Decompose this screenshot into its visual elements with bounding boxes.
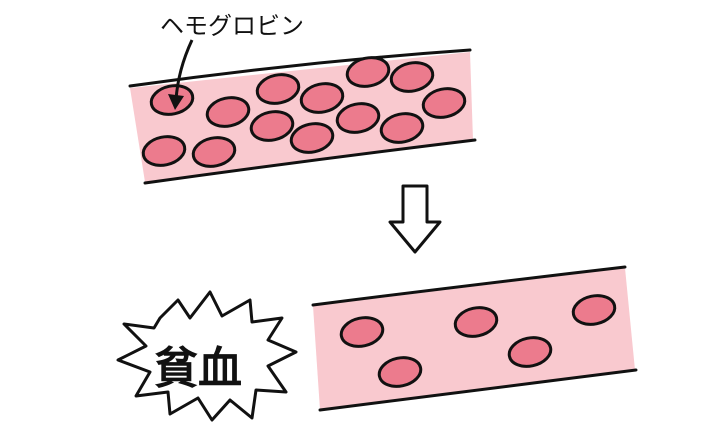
normal-blood-vessel: [128, 48, 477, 185]
red-blood-cell: [421, 87, 467, 119]
red-blood-cell: [507, 336, 553, 368]
red-blood-cell: [141, 135, 187, 167]
red-blood-cell: [289, 122, 335, 154]
red-blood-cell: [299, 82, 345, 114]
red-blood-cell: [339, 316, 385, 348]
red-blood-cell: [377, 356, 423, 388]
hemoglobin-label: ヘモグロビン: [160, 12, 304, 40]
anemia-label: 貧血: [154, 343, 242, 394]
anemic-blood-vessel: [311, 265, 638, 412]
red-blood-cell: [453, 306, 499, 338]
red-blood-cell: [389, 61, 435, 93]
red-blood-cell: [571, 294, 617, 326]
vessel-top-wall: [128, 48, 472, 88]
vessel-bottom-wall: [318, 368, 638, 412]
hemoglobin-pointer-arrow: [168, 39, 194, 110]
red-blood-cell: [335, 102, 381, 134]
red-blood-cell: [205, 96, 251, 128]
vessel-bottom-wall: [143, 138, 477, 185]
down-arrow-icon: [388, 184, 442, 254]
red-blood-cell: [249, 110, 295, 142]
red-blood-cell: [255, 73, 301, 105]
vessel-top-wall: [311, 265, 627, 307]
red-blood-cell: [191, 136, 237, 168]
red-blood-cell: [379, 112, 425, 144]
anemia-burst: [116, 290, 298, 422]
red-blood-cell: [345, 56, 391, 88]
